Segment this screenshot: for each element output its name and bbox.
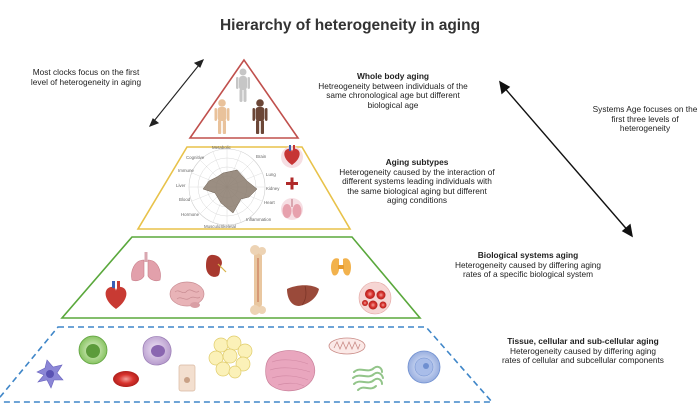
level-3-trapezoid: [60, 236, 422, 319]
red-blood-cell-icon: [113, 371, 139, 387]
bone-icon: [250, 245, 266, 315]
radar-label: Immune: [178, 168, 194, 173]
level-2-heading: Aging subtypes: [385, 157, 449, 167]
radar-label: Kidney: [266, 186, 280, 191]
endoplasmic-reticulum-icon: [352, 365, 384, 391]
radar-label: Blood: [179, 197, 191, 202]
radar-label: Liver: [176, 183, 186, 188]
radar-label: Lung: [266, 172, 276, 177]
mitochondrion-icon: [328, 337, 366, 355]
liver-icon: [287, 285, 319, 306]
human-figures-icon: [214, 68, 268, 134]
right-note-line: first three levels of: [611, 113, 679, 124]
level-2-trapezoid: [136, 146, 352, 230]
level-2-text-line: different systems leading individuals wi…: [342, 176, 492, 187]
kidney-icon: [206, 254, 227, 277]
right-double-arrow: [499, 80, 633, 238]
nucleus-icon: [407, 350, 441, 384]
level-3-heading: Biological systems aging: [477, 250, 579, 260]
lymphocyte-icon: [142, 336, 172, 366]
macrophage-icon: [36, 359, 64, 389]
level-2-text-line: aging conditions: [387, 195, 447, 206]
level-4-heading: Tissue, cellular and sub-cellular aging: [507, 336, 659, 346]
level-1-description: Whole body aging Hetreogeneity between i…: [300, 71, 486, 110]
radar-label: Inflammation: [246, 217, 272, 222]
level-1-text-line: Hetreogeneity between individuals of the: [318, 80, 468, 91]
level-4-trapezoid: [0, 326, 494, 403]
right-note: Systems Age focuses on the first three l…: [592, 104, 698, 134]
left-double-arrow: [148, 59, 205, 127]
lungs-icon: [131, 252, 161, 282]
muscle-tissue-icon: [265, 350, 315, 392]
level-2-description: Aging subtypes Heterogeneity caused by t…: [322, 157, 512, 206]
level-4-text-line: Heterogeneity caused by differing aging: [509, 345, 657, 356]
level-1-triangle: [188, 58, 300, 139]
heart-icon: [281, 145, 303, 168]
radar-label: Heart: [264, 200, 275, 205]
adipocyte-icon: [208, 335, 253, 379]
level-3-description: Biological systems aging Heterogeneity c…: [430, 250, 626, 280]
lungs-icon: [281, 198, 303, 220]
radar-label: Metabolic: [212, 145, 231, 150]
red-blood-cell-icon: [358, 281, 392, 315]
thyroid-icon: [331, 258, 351, 276]
plus-icon: [286, 177, 298, 190]
radar-chart-icon: [188, 148, 266, 226]
radar-label: Brain: [256, 154, 267, 159]
radar-label: MusculoSkeletal: [204, 224, 236, 229]
left-note-line: level of heterogeneity in aging: [30, 76, 142, 87]
diagram-title: Hierarchy of heterogeneity in aging: [219, 17, 481, 34]
radar-label: Hormone: [181, 212, 200, 217]
level-3-text-line: rates of a specific biological system: [462, 269, 594, 280]
epithelial-cell-icon: [178, 364, 196, 392]
level-1-text-line: same chronological age but different: [326, 90, 460, 101]
level-1-heading: Whole body aging: [356, 71, 430, 81]
level-4-text-line: rates of cellular and subcellular compon…: [502, 355, 664, 366]
right-note-line: Systems Age focuses on the: [592, 104, 698, 114]
radar-label: Cognitive: [186, 155, 205, 160]
level-3-text-line: Heterogeneity caused by differing aging: [454, 259, 602, 270]
left-note: Most clocks focus on the first level of …: [20, 67, 152, 87]
left-note-line: Most clocks focus on the first: [32, 67, 140, 77]
neutrophil-icon: [78, 335, 108, 365]
brain-icon: [169, 281, 205, 308]
level-2-text-line: Heterogeneity caused by the interaction …: [339, 166, 495, 177]
level-1-text-line: biological age: [367, 99, 419, 110]
level-2-text-line: the same biological aging but different: [347, 185, 487, 196]
right-note-line: heterogeneity: [619, 123, 671, 134]
level-4-description: Tissue, cellular and sub-cellular aging …: [472, 336, 694, 366]
heart-icon: [105, 281, 127, 309]
